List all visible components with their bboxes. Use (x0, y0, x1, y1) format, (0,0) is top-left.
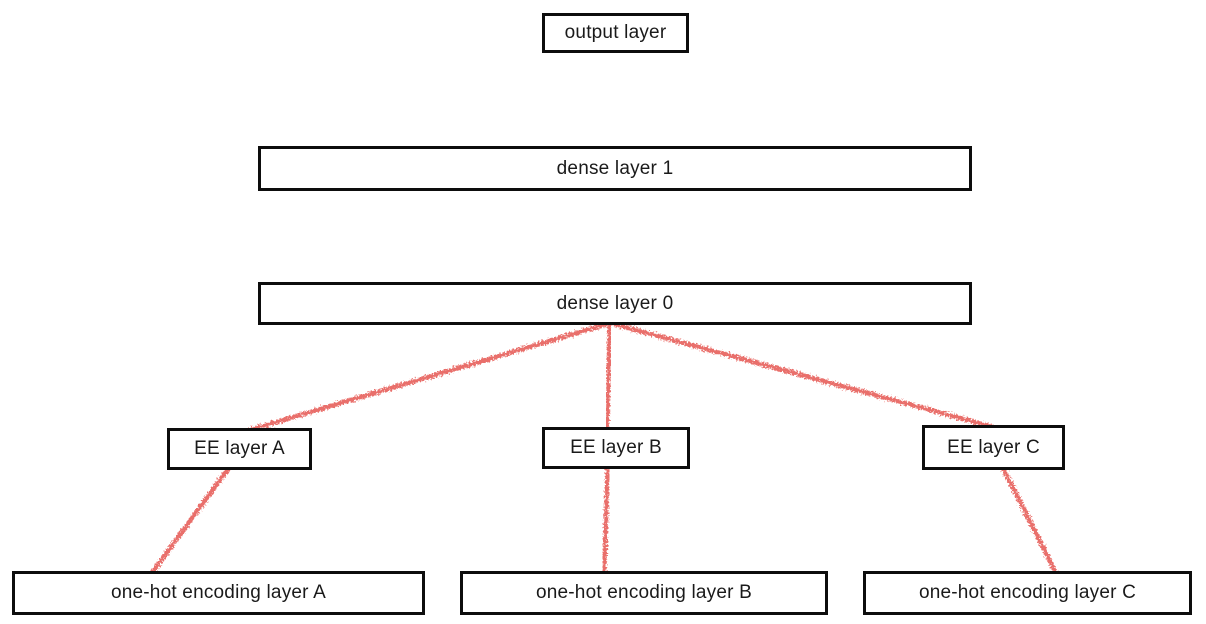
node-one-hot-encoding-layer-a-label: one-hot encoding layer A (110, 582, 326, 603)
edge-eeB-to-ohB (601, 464, 611, 576)
node-ee-layer-c: EE layer C (922, 425, 1065, 470)
edge-dense0-to-eeC (607, 320, 996, 430)
node-one-hot-encoding-layer-a: one-hot encoding layer A (12, 571, 425, 615)
node-one-hot-encoding-layer-c-label: one-hot encoding layer C (918, 582, 1137, 603)
edge-dense0-to-eeA (247, 320, 613, 433)
edge-eeC-to-ohC (1000, 465, 1059, 576)
node-ee-layer-b: EE layer B (542, 427, 690, 469)
node-dense-layer-0: dense layer 0 (258, 282, 972, 325)
node-dense-layer-1-label: dense layer 1 (556, 157, 674, 179)
node-ee-layer-a-label: EE layer A (194, 438, 285, 459)
node-ee-layer-b-label: EE layer B (570, 437, 662, 458)
node-output-layer-label: output layer (564, 22, 667, 43)
edge-eeA-to-ohA (149, 466, 231, 576)
node-output-layer: output layer (542, 13, 689, 53)
node-ee-layer-a: EE layer A (167, 428, 312, 470)
node-one-hot-encoding-layer-b: one-hot encoding layer B (460, 571, 828, 615)
node-one-hot-encoding-layer-c: one-hot encoding layer C (863, 571, 1192, 615)
edge-dense0-to-eeB (604, 320, 613, 432)
node-one-hot-encoding-layer-b-label: one-hot encoding layer B (535, 582, 753, 603)
node-ee-layer-c-label: EE layer C (947, 436, 1040, 458)
node-dense-layer-1: dense layer 1 (258, 146, 972, 191)
node-dense-layer-0-label: dense layer 0 (556, 292, 674, 314)
